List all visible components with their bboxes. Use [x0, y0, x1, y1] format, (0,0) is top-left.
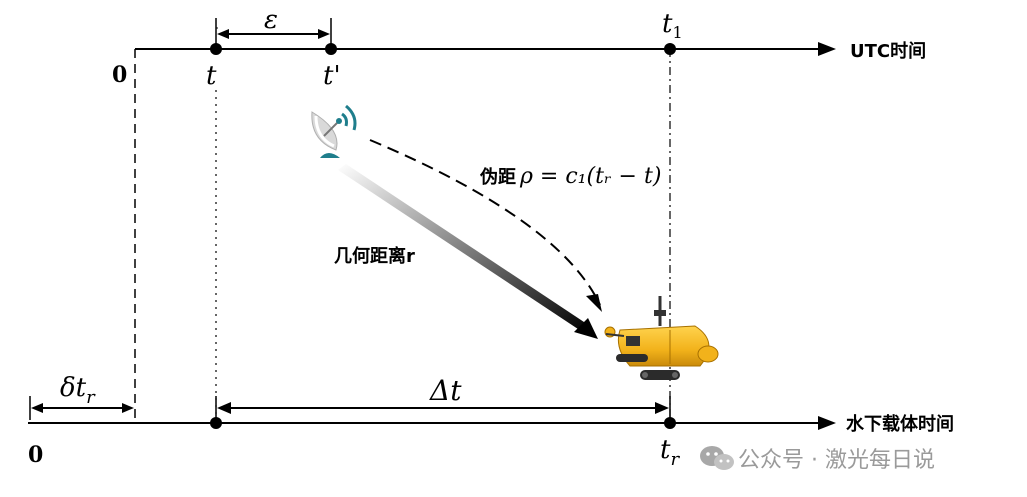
label-t-prime: t' [323, 61, 341, 91]
vehicle-arrowhead [818, 416, 836, 430]
geometric-distance-label: 几何距离r [334, 245, 415, 267]
utc-timeline: UTC时间 0 t t' t1 [112, 9, 926, 91]
delta-tr-interval: δtr [29, 373, 134, 420]
epsilon-label: ε [264, 5, 278, 35]
delta-t-interval: Δt [215, 374, 671, 420]
satellite-dish-icon [311, 104, 357, 158]
guide-lines [134, 49, 671, 423]
utc-origin-label: 0 [112, 62, 127, 88]
label-t1: t1 [662, 9, 683, 42]
delta-t-label: Δt [429, 374, 462, 407]
geometric-distance-arrowhead [574, 318, 598, 339]
label-tr: tr [660, 435, 680, 470]
delta-tr-label: δtr [60, 373, 96, 408]
geometric-distance-arrow [338, 164, 590, 333]
pseudorange-formula: ρ = c₁(tᵣ − t) [519, 164, 661, 189]
utc-label: UTC时间 [850, 41, 926, 62]
utc-arrowhead [818, 42, 836, 56]
vehicle-label: 水下载体时间 [846, 413, 954, 435]
watermark-text: 公众号 · 激光每日说 [738, 448, 935, 473]
vehicle-origin-label: 0 [28, 442, 43, 468]
utc-point-t-prime [325, 43, 337, 55]
epsilon-interval: ε [215, 5, 332, 44]
label-t: t [206, 61, 217, 91]
vehicle-point-t [210, 417, 222, 429]
vehicle-point-tr [664, 417, 676, 429]
pseudorange-arc [369, 139, 601, 306]
utc-point-t [210, 43, 222, 55]
underwater-vehicle-icon [604, 296, 719, 380]
pseudorange-prefix: 伪距 [479, 166, 516, 188]
pseudorange-arrowhead [586, 294, 602, 312]
vehicle-timeline: 水下载体时间 0 tr [28, 413, 954, 470]
wechat-icon [700, 446, 734, 470]
watermark: 公众号 · 激光每日说 [700, 446, 935, 473]
